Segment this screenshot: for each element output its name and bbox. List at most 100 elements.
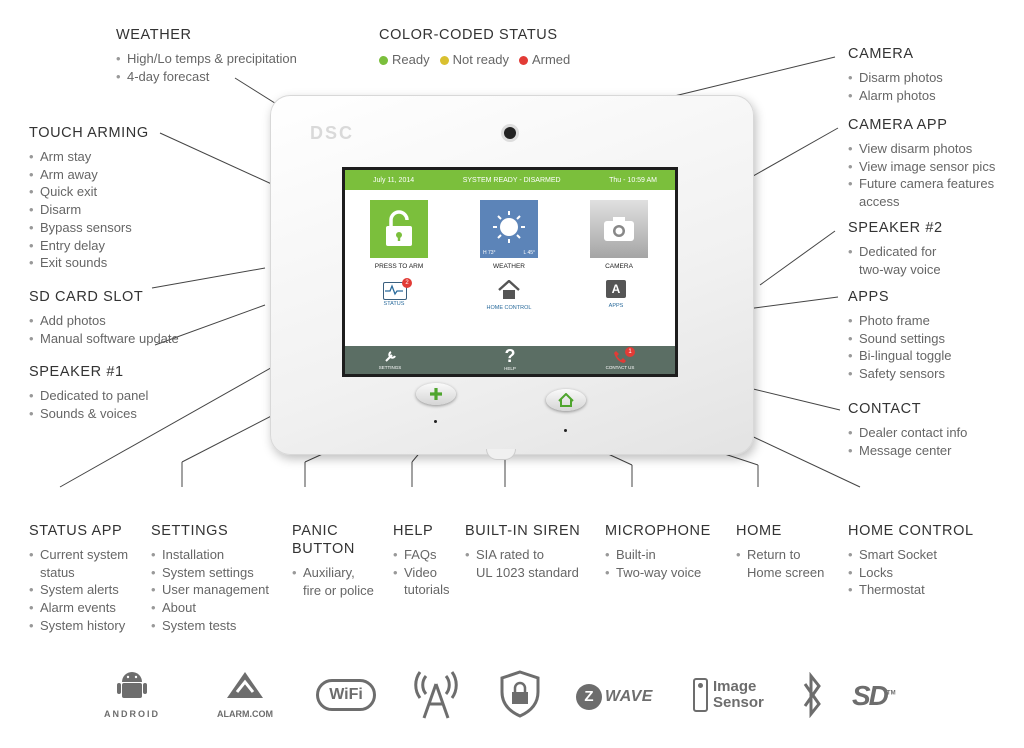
status-app-item: status <box>40 564 75 580</box>
siren-item: UL 1023 standard <box>476 564 579 580</box>
touch-arming-title: TOUCH ARMING <box>29 125 149 141</box>
apps-title: APPS <box>848 289 890 305</box>
apps-item: Safety sensors <box>848 365 952 383</box>
status-not-ready: Not ready <box>439 52 509 67</box>
speaker1-item: Sounds & voices <box>29 405 148 423</box>
apps-callout: APPS Photo frame Sound settings Bi-lingu… <box>848 288 952 383</box>
red-dot-icon <box>518 56 528 65</box>
camera-app-item: access <box>859 194 900 210</box>
sd-text: SD <box>852 680 889 711</box>
camera-lens-icon <box>504 127 516 139</box>
status-title: COLOR-CODED STATUS <box>379 27 558 43</box>
house-icon[interactable] <box>497 280 521 300</box>
camera-item: Disarm photos <box>848 69 943 87</box>
panic-button[interactable] <box>416 383 456 405</box>
weather-title: WEATHER <box>116 27 192 43</box>
sd-tm-text: TM <box>886 690 896 697</box>
image-sensor-text: Sensor <box>713 694 764 711</box>
apps-item: Photo frame <box>848 312 952 330</box>
contact-title: CONTACT <box>848 401 922 417</box>
speaker1-title: SPEAKER #1 <box>29 364 124 380</box>
apps-item: Bi-lingual toggle <box>848 347 952 365</box>
status-button[interactable] <box>383 282 407 300</box>
android-logo: ANDROID <box>104 668 164 719</box>
weather-item: High/Lo temps & precipitation <box>116 50 297 68</box>
brand-logo: DSC <box>310 123 355 143</box>
settings-item: System tests <box>151 617 269 635</box>
status-app-item: Current system <box>29 546 128 564</box>
contact-badge: 1 <box>625 347 635 357</box>
sun-icon <box>493 211 525 243</box>
settings-item: Installation <box>151 546 269 564</box>
home-item: Home screen <box>747 564 825 580</box>
status-app-title: STATUS APP <box>29 523 123 539</box>
touchscreen: July 11, 2014 SYSTEM READY - DISARMED Th… <box>345 170 675 374</box>
phone-icon <box>614 351 626 363</box>
bottom-nav-bar: SETTINGS ? HELP CONTACT US 1 <box>345 346 675 374</box>
weather-callout: WEATHER High/Lo temps & precipitation 4-… <box>116 26 297 85</box>
sd-card-callout: SD CARD SLOT Add photos Manual software … <box>29 288 179 347</box>
status-app-item: Alarm events <box>29 599 128 617</box>
help-nav-button[interactable]: ? HELP <box>495 347 525 372</box>
status-app-item: System alerts <box>29 581 128 599</box>
settings-item: User management <box>151 581 269 599</box>
microphone-item: Built-in <box>605 546 711 564</box>
help-title: HELP <box>393 523 434 539</box>
settings-nav-button[interactable]: SETTINGS <box>375 350 405 370</box>
touch-arming-item: Exit sounds <box>29 254 149 272</box>
microphone-callout: MICROPHONE Built-in Two-way voice <box>605 522 711 581</box>
apps-item: Sound settings <box>848 330 952 348</box>
home-control-item: Thermostat <box>848 581 974 599</box>
panic-item: fire or police <box>303 582 374 598</box>
weather-label: WEATHER <box>492 263 526 270</box>
camera-app-title: CAMERA APP <box>848 117 948 133</box>
system-status-text: SYSTEM READY - DISARMED <box>462 176 561 184</box>
unlock-icon <box>386 210 412 246</box>
speaker2-item: two-way voice <box>859 261 941 277</box>
camera-title: CAMERA <box>848 46 914 62</box>
camera-label: CAMERA <box>605 263 633 270</box>
status-badge: 2 <box>402 278 412 288</box>
touch-arming-item: Disarm <box>29 201 149 219</box>
contact-nav-label: CONTACT US <box>605 365 635 370</box>
settings-item: About <box>151 599 269 617</box>
security-panel: DSC July 11, 2014 SYSTEM READY - DISARME… <box>270 95 754 455</box>
sd-logo: SDTM <box>852 680 896 712</box>
contact-item: Dealer contact info <box>848 424 967 442</box>
sd-card-item: Manual software update <box>29 330 179 348</box>
speaker2-callout: SPEAKER #2 Dedicated for two-way voice <box>848 219 943 278</box>
help-callout: HELP FAQs Video tutorials <box>393 522 450 599</box>
settings-title: SETTINGS <box>151 523 229 539</box>
wrench-icon <box>385 351 396 362</box>
alarm-com-icon <box>227 672 263 698</box>
weather-low: L 45° <box>523 250 535 256</box>
help-item: Video <box>393 564 450 582</box>
plus-icon <box>430 388 442 400</box>
siren-item: SIA rated to <box>465 546 580 564</box>
home-button[interactable] <box>546 389 586 411</box>
speaker2-item: Dedicated for <box>848 243 943 261</box>
camera-icon <box>604 217 634 241</box>
status-ready: Ready <box>379 52 430 67</box>
speaker2-title: SPEAKER #2 <box>848 220 943 236</box>
press-to-arm-button[interactable] <box>370 200 428 258</box>
camera-button[interactable] <box>590 200 648 258</box>
microphone-item: Two-way voice <box>605 564 711 582</box>
status-app-callout: STATUS APP Current system status System … <box>29 522 128 635</box>
contact-item: Message center <box>848 442 967 460</box>
home-callout: HOME Return to Home screen <box>736 522 824 581</box>
home-control-title: HOME CONTROL <box>848 523 974 539</box>
pulse-icon <box>385 284 403 296</box>
touch-arming-item: Arm stay <box>29 148 149 166</box>
contact-nav-button[interactable]: CONTACT US <box>600 350 640 370</box>
apps-button[interactable]: A <box>606 280 626 298</box>
panic-title: PANIC <box>292 523 339 539</box>
camera-app-callout: CAMERA APP View disarm photos View image… <box>848 116 995 211</box>
camera-app-item: View image sensor pics <box>848 158 995 176</box>
weather-button[interactable]: H 73° L 45° <box>480 200 538 258</box>
alarm-com-logo: ALARM.COM <box>205 668 285 719</box>
touch-arming-item: Quick exit <box>29 183 149 201</box>
cellular-tower-icon <box>414 671 458 719</box>
zwave-text: WAVE <box>605 688 653 705</box>
camera-callout: CAMERA Disarm photos Alarm photos <box>848 45 943 104</box>
